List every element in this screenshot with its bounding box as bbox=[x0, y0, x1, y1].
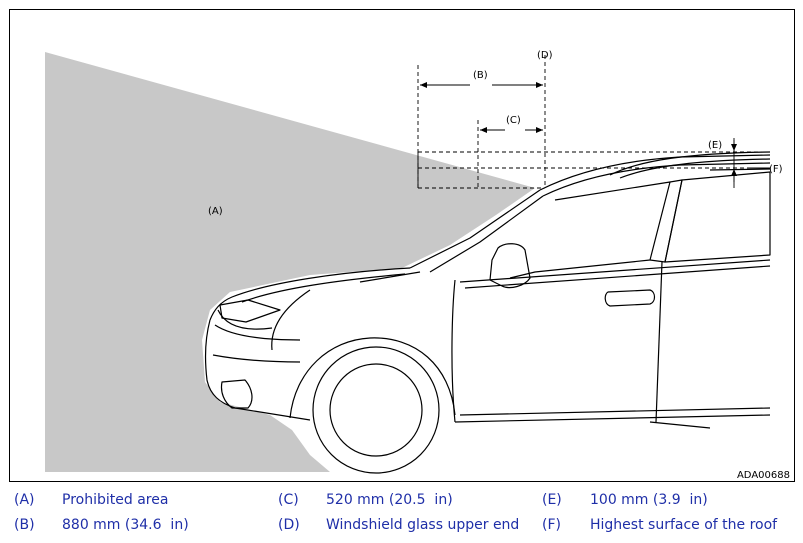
dimension-arrows bbox=[420, 82, 768, 182]
figure-frame: (A) (B) (C) (D) (E) (F) ADA00688 bbox=[9, 9, 795, 482]
callout-d: (D) bbox=[537, 50, 553, 61]
legend-key: (C) bbox=[278, 492, 299, 508]
callout-e: (E) bbox=[708, 140, 722, 151]
legend-text: 100 mm (3.9 in) bbox=[590, 492, 708, 508]
callout-f: (F) bbox=[769, 164, 783, 175]
vehicle-clearance-diagram: (A) (B) (C) (D) (E) (F) ADA00688 bbox=[45, 50, 790, 481]
legend-key: (E) bbox=[542, 492, 562, 508]
legend-text: 880 mm (34.6 in) bbox=[62, 517, 189, 533]
legend-key: (D) bbox=[278, 517, 300, 533]
legend-text: Windshield glass upper end bbox=[326, 517, 520, 533]
legend-text: Highest surface of the roof bbox=[590, 517, 778, 533]
legend-text: Prohibited area bbox=[62, 492, 169, 508]
legend-key: (A) bbox=[14, 492, 35, 508]
callout-a: (A) bbox=[208, 206, 223, 217]
vehicle-outline bbox=[204, 151, 771, 474]
legend: (A) Prohibited area (B) 880 mm (34.6 in)… bbox=[0, 487, 803, 543]
legend-key: (B) bbox=[14, 517, 35, 533]
reference-lines bbox=[417, 55, 770, 189]
callout-b: (B) bbox=[473, 70, 488, 81]
legend-text: 520 mm (20.5 in) bbox=[326, 492, 453, 508]
prohibited-area bbox=[45, 52, 535, 472]
figure-code: ADA00688 bbox=[737, 470, 790, 481]
legend-key: (F) bbox=[542, 517, 561, 533]
callout-c: (C) bbox=[506, 115, 521, 126]
